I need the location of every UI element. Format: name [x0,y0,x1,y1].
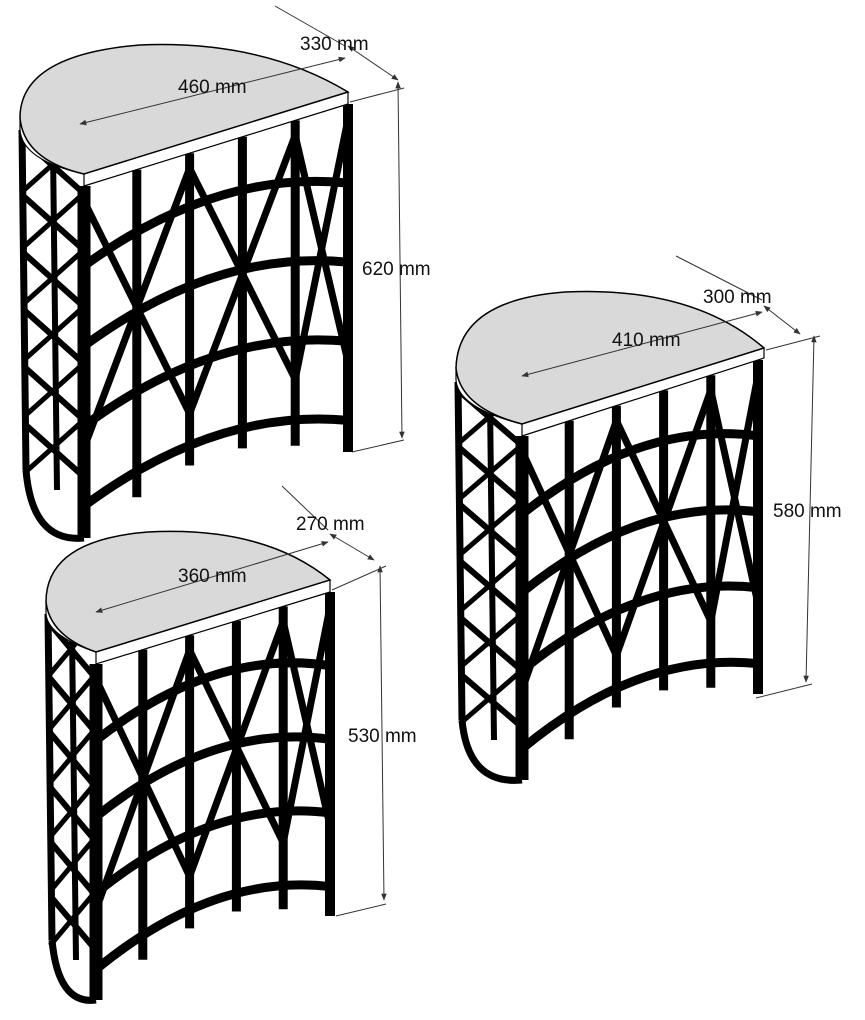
width-label-small: 360 mm [178,566,247,587]
frame-brace [186,134,299,415]
frame-brace [80,166,193,450]
frame-brace [48,785,94,839]
width-label-medium: 410 mm [612,330,681,351]
height-label-small: 530 mm [348,726,417,747]
depth-label-medium: 300 mm [703,287,772,308]
depth-label-small: 270 mm [296,514,365,535]
table-medium-dimensions: 410 mm 300 mm 580 mm [521,255,842,699]
frame-bar [487,401,497,741]
frame-brace [186,620,287,878]
frame-rail [48,939,97,1004]
frame-brace [48,839,94,893]
frame-brace [707,374,762,622]
frame-bar [50,149,60,491]
table-small-dimensions: 360 mm 270 mm 530 mm [95,485,417,917]
frame-brace [613,389,715,657]
frame-bar [69,633,79,961]
frame-brace [291,118,352,380]
frame-brace [92,649,193,912]
frame-brace [518,419,620,692]
table-small: 360 mm 270 mm 530 mm [44,485,417,1004]
frame-rail [93,806,331,897]
table-medium: 410 mm 300 mm 580 mm [454,255,842,784]
frame-rail [93,732,331,821]
height-label-medium: 580 mm [773,501,842,522]
frame-rail [519,657,759,753]
width-label-large: 460 mm [178,77,247,98]
frame-rail [93,658,331,744]
frame-rail [519,429,759,518]
table-medium-frame [454,360,763,784]
frame-rail [81,256,349,350]
frame-brace [458,615,520,670]
frame-brace [458,559,520,613]
table-large: 460 mm 330 mm 620 mm [18,5,431,542]
frame-brace [22,421,82,476]
table-small-frame [44,592,335,1004]
frame-rail [81,176,349,270]
frame-brace [22,364,82,419]
frame-rail [81,335,349,430]
frame-rail [519,505,759,596]
frame-post [44,613,56,941]
frame-brace [48,894,94,948]
depth-label-large: 330 mm [300,34,369,55]
frame-rail [458,719,523,784]
frame-brace [22,308,82,362]
table-large-dimensions: 460 mm 330 mm 620 mm [79,5,431,453]
frame-rail [93,880,331,973]
frame-rail [519,581,759,675]
frame-brace [458,671,520,726]
frame-brace [279,606,334,844]
height-label-large: 620 mm [362,259,431,280]
frame-rail [81,414,349,510]
table-large-frame [18,104,353,542]
frame-rail [22,469,85,542]
